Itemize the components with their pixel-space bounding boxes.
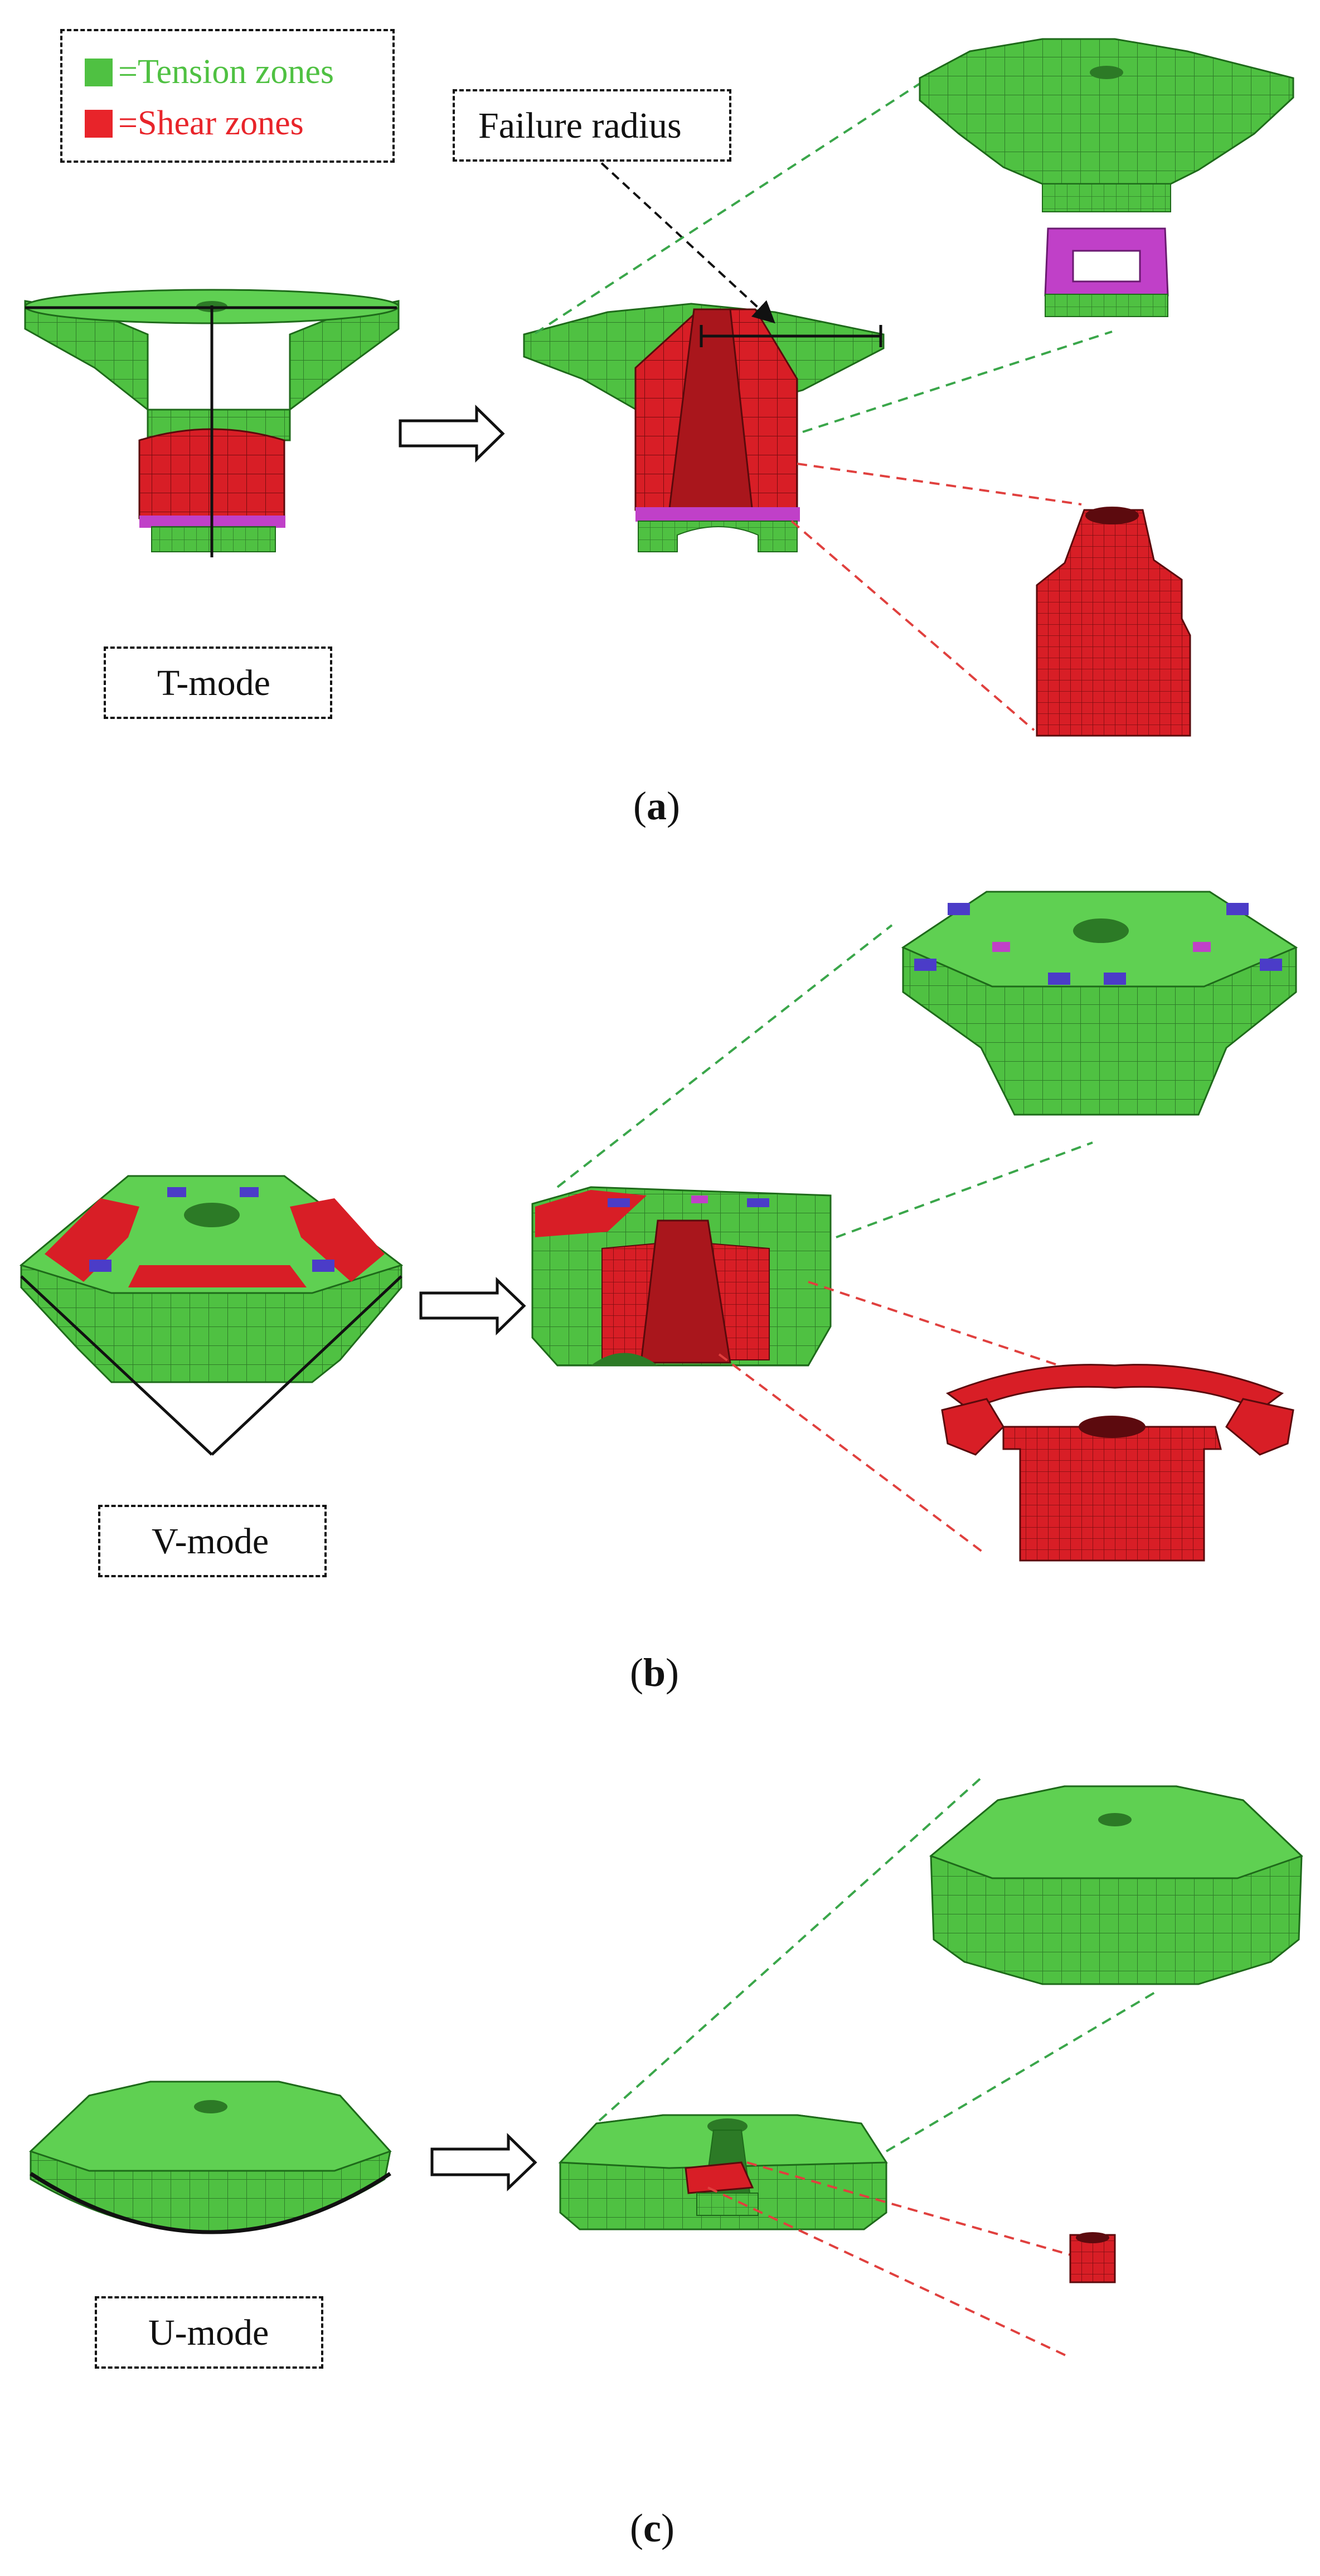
u-mode-label: U-mode: [148, 2312, 269, 2353]
v-mode-section: [531, 1186, 832, 1367]
u-mode-shear-piece: [1069, 2232, 1116, 2283]
arrow-c: [430, 2133, 537, 2191]
guides-b: [556, 924, 1093, 1556]
u-mode-box: U-mode: [95, 2296, 323, 2369]
legend-tension-label: =Tension zones: [118, 53, 334, 91]
panel-b: [19, 891, 1298, 1562]
tension-swatch: [85, 58, 113, 86]
v-mode-label: V-mode: [152, 1521, 269, 1562]
t-mode-top-piece: [919, 38, 1294, 317]
failure-radius-box: Failure radius: [453, 89, 731, 162]
t-mode-section: [523, 303, 885, 552]
caption-a: (a): [633, 784, 680, 828]
panel-a: [24, 38, 1294, 737]
t-mode-label: T-mode: [157, 663, 270, 703]
v-mode-model: [19, 1175, 404, 1456]
u-mode-top-piece: [929, 1785, 1303, 1985]
shear-swatch: [85, 109, 113, 138]
caption-c-letter: c: [643, 2506, 661, 2550]
v-mode-box: V-mode: [98, 1505, 327, 1577]
t-mode-shear-cone: [1036, 507, 1191, 737]
caption-c: (c): [630, 2506, 674, 2550]
panel-c: [29, 1777, 1303, 2359]
v-mode-top-piece: [901, 891, 1298, 1116]
legend-shear: =Shear zones: [85, 104, 304, 143]
u-mode-section: [558, 2114, 888, 2230]
caption-b: (b): [630, 1650, 680, 1695]
arrow-b: [419, 1277, 526, 1335]
legend-shear-label: =Shear zones: [118, 104, 304, 142]
legend-box: =Tension zones =Shear zones: [60, 29, 395, 163]
t-mode-box: T-mode: [104, 647, 332, 719]
v-mode-shear-piece: [941, 1364, 1294, 1562]
failure-radius-arrow: [590, 152, 775, 324]
u-mode-model: [29, 2081, 392, 2234]
failure-radius-label: Failure radius: [478, 105, 682, 146]
guides-a: [534, 82, 1113, 731]
t-mode-model: [24, 289, 400, 557]
legend-tension: =Tension zones: [85, 52, 334, 92]
arrow-a: [399, 405, 505, 463]
caption-a-letter: a: [646, 784, 667, 828]
guides-c: [598, 1777, 1161, 2359]
caption-b-letter: b: [643, 1650, 666, 1695]
